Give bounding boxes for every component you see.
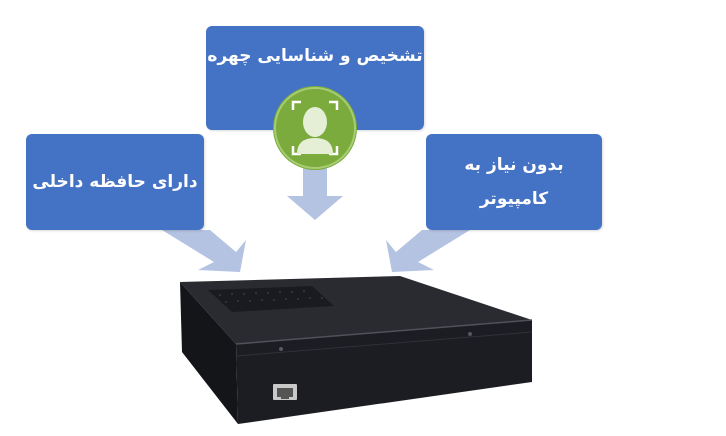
ethernet-port-icon	[273, 384, 297, 400]
arrow-center	[287, 168, 343, 220]
arrow-right	[386, 230, 470, 272]
device-vent	[208, 286, 334, 312]
feature-box-no-computer: بدون نیاز به کامپیوتر	[426, 134, 602, 230]
device-left-side	[180, 282, 238, 424]
feature-box-face-recognition: تشخیص و شناسایی چهره	[206, 26, 424, 130]
feature-label-no-computer-line1: بدون نیاز به	[464, 155, 564, 175]
feature-label-no-computer-line2: کامپیوتر	[479, 189, 549, 209]
feature-label-internal-memory: دارای حافظه داخلی	[32, 172, 198, 192]
feature-box-internal-memory: دارای حافظه داخلی	[26, 134, 204, 230]
arrow-left	[162, 230, 246, 272]
feature-label-face-recognition: تشخیص و شناسایی چهره	[207, 46, 423, 66]
device-front	[236, 320, 532, 424]
